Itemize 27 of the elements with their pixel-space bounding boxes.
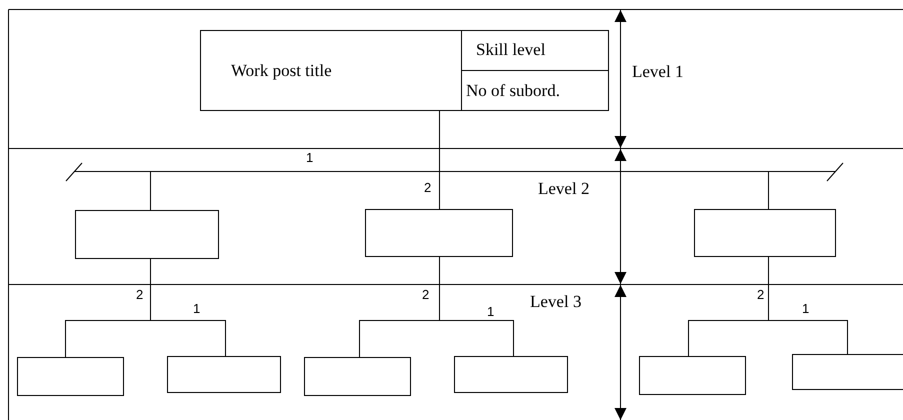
number-label: 2 [757,287,764,302]
number-label: 2 [136,287,144,302]
connector-line [768,256,848,354]
org-box [17,357,124,396]
number-label: 2 [424,180,432,195]
level-label: Level 1 [632,62,684,82]
number-label: 1 [193,301,200,316]
number-label: 1 [487,304,494,319]
connector-line [150,258,226,356]
level-label: Level 2 [538,179,590,199]
org-box [365,209,513,257]
number-label: 1 [802,301,810,316]
number-label: 2 [422,287,430,302]
box-title: Work post title [231,61,332,81]
post-box [200,30,609,111]
connector-line [439,256,514,356]
org-box [454,356,568,393]
org-box [304,357,411,396]
level-label: Level 3 [530,292,582,312]
number-label: 1 [306,150,314,165]
field-label: Skill level [476,40,546,60]
org-box [792,354,903,390]
org-box [694,209,836,257]
org-box [167,356,281,393]
org-box [639,356,746,395]
org-box [75,210,219,259]
field-label: No of subord. [466,81,560,101]
